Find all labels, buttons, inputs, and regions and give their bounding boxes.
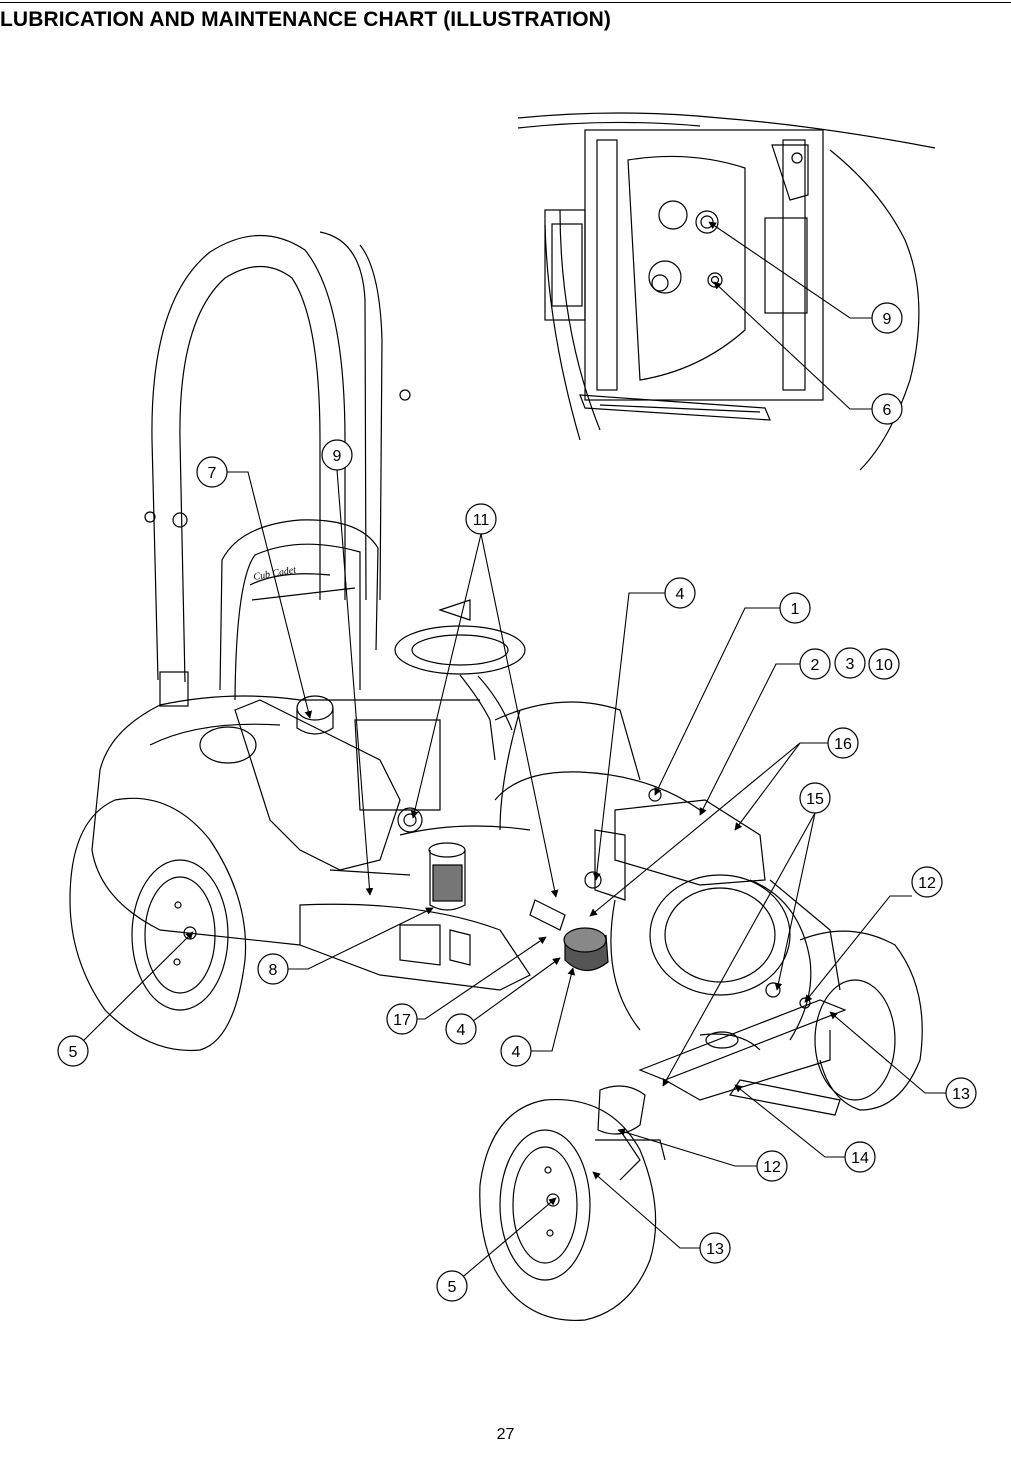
callouts: 1 2 3 10 4 4 4 5 5 6 7 8 9 9 11 12 12 13… [57,302,977,1302]
callout-17: 17 [386,1003,418,1035]
page-title: LUBRICATION AND MAINTENANCE CHART (ILLUS… [0,8,612,31]
svg-text:2: 2 [811,657,820,674]
callout-5-upper: 5 [57,1035,89,1067]
svg-text:15: 15 [806,791,824,808]
callout-13-lower: 13 [699,1232,731,1264]
svg-text:3: 3 [846,656,855,673]
callout-12-lower: 12 [756,1150,788,1182]
svg-text:12: 12 [763,1159,781,1176]
svg-text:17: 17 [393,1012,411,1029]
callout-4-lower: 4 [500,1035,532,1067]
callout-15: 15 [799,782,831,814]
tractor-drawing: Cub Cadet [69,231,923,1322]
svg-text:7: 7 [208,465,217,482]
svg-text:11: 11 [473,512,490,529]
svg-text:5: 5 [69,1044,78,1061]
svg-text:4: 4 [457,1022,466,1039]
callout-12-upper: 12 [911,866,943,898]
callout-4-top: 4 [664,577,696,609]
svg-text:14: 14 [851,1150,869,1167]
svg-text:16: 16 [834,736,852,753]
svg-text:13: 13 [952,1086,970,1103]
svg-text:4: 4 [676,586,685,603]
callout-4-middle: 4 [445,1013,477,1045]
callout-11: 11 [465,503,497,535]
top-rule [0,2,1011,3]
svg-text:4: 4 [512,1044,521,1061]
callout-10: 10 [868,648,900,680]
svg-text:1: 1 [791,601,800,618]
callout-14: 14 [844,1141,876,1173]
svg-text:13: 13 [706,1241,724,1258]
svg-text:9: 9 [883,311,892,328]
page-number: 27 [496,1426,515,1443]
callout-7: 7 [196,456,228,488]
svg-text:9: 9 [333,448,342,465]
callout-13-upper: 13 [945,1077,977,1109]
svg-text:12: 12 [918,875,936,892]
leader-lines [72,221,946,1287]
svg-text:5: 5 [448,1279,457,1296]
callout-9-inset: 9 [871,302,903,334]
svg-text:8: 8 [269,962,278,979]
callout-9-main: 9 [321,439,353,471]
callout-16: 16 [827,727,859,759]
svg-text:10: 10 [875,657,893,674]
callout-8: 8 [257,953,289,985]
callout-6: 6 [871,393,903,425]
callout-5-lower: 5 [436,1270,468,1302]
callout-3: 3 [834,647,866,679]
svg-text:6: 6 [883,402,892,419]
callout-1: 1 [779,592,811,624]
inset-detail-drawing [517,112,936,471]
callout-2: 2 [799,648,831,680]
